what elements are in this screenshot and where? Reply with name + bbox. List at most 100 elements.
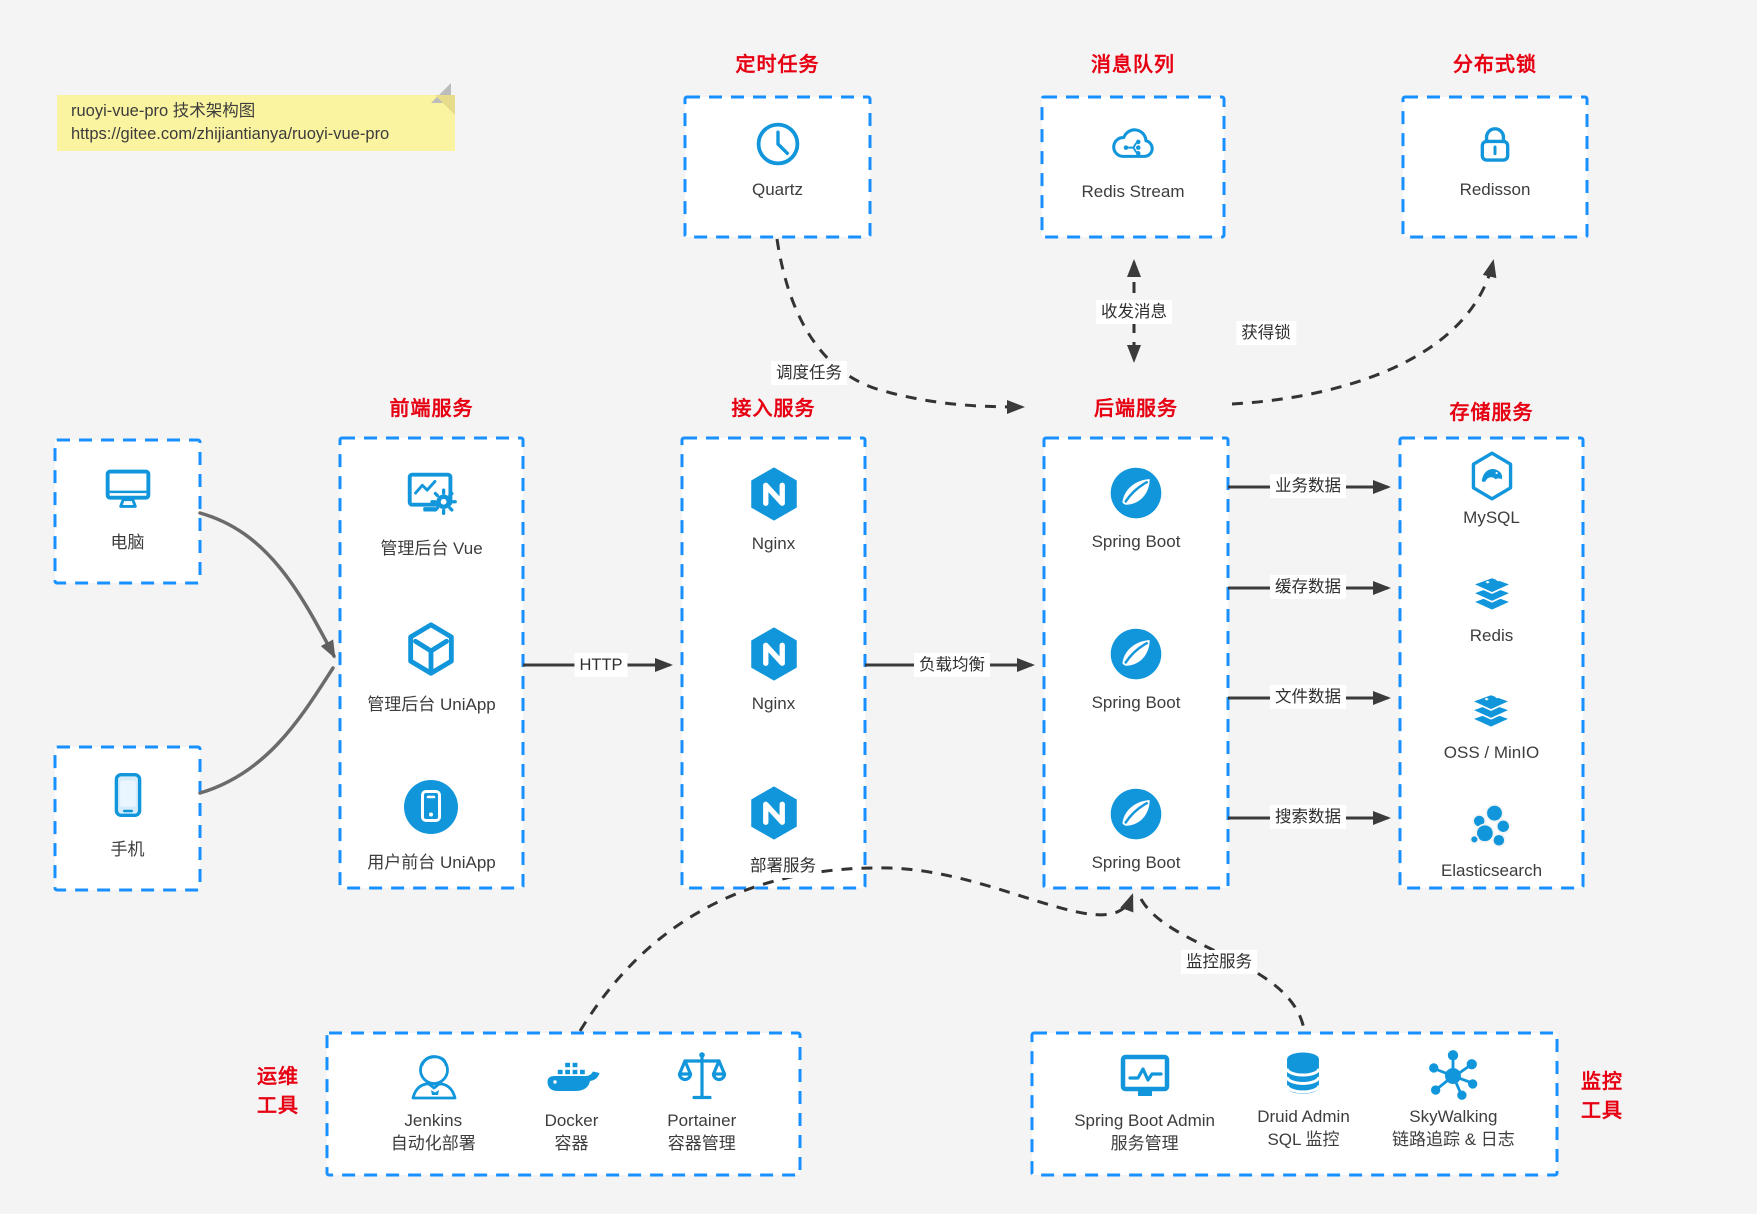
section-title-message-queue: 消息队列	[1091, 54, 1175, 76]
edge-label-message: 收发消息	[1096, 300, 1172, 324]
mysql-icon	[1465, 449, 1519, 503]
docker-icon	[540, 1045, 604, 1109]
node-label: 管理后台 UniApp	[367, 695, 496, 714]
object-storage-icon	[1463, 682, 1519, 738]
docker-node: Docker 容器	[540, 1045, 604, 1155]
edge-label-schedule: 调度任务	[771, 361, 847, 385]
tool-name: Spring Boot Admin	[1074, 1111, 1215, 1130]
node-label: OSS / MinIO	[1443, 743, 1540, 763]
tool-desc: 链路追踪 & 日志	[1391, 1130, 1515, 1149]
node-label: Spring Boot	[1091, 692, 1181, 712]
node-label: Quartz	[751, 180, 804, 199]
quartz-node: Quartz	[685, 97, 870, 237]
phone-box-border	[53, 745, 202, 892]
redis-stack-icon	[1464, 565, 1520, 621]
monitoring-toolbox: Spring Boot Admin 服务管理 Druid Admin SQL 监…	[1032, 1033, 1557, 1175]
spring-icon	[1106, 784, 1166, 844]
phone-client-node: 手机	[55, 747, 200, 890]
node-label: Nginx	[751, 534, 796, 553]
redis-stream-node: Redis Stream	[1042, 97, 1224, 237]
spring-boot-node: Spring Boot	[1091, 784, 1181, 873]
edge-label-load-balance: 负载均衡	[914, 653, 990, 677]
note-url: https://gitee.com/zhijiantianya/ruoyi-vu…	[71, 125, 390, 143]
quartz-box-border	[683, 95, 872, 239]
node-label: 手机	[110, 840, 145, 859]
node-label: Spring Boot	[1091, 853, 1181, 872]
skywalking-node: SkyWalking 链路追踪 & 日志	[1392, 1045, 1515, 1151]
frontend-column: 管理后台 Vue 管理后台 UniApp 用户前台 UniApp	[340, 438, 523, 888]
deploy-service-arrow	[578, 866, 1134, 1032]
node-label: Spring Boot	[1091, 532, 1181, 551]
jenkins-icon	[401, 1045, 465, 1109]
ops-tools-label: 运维 工具	[257, 1066, 299, 1117]
user-app-icon	[399, 775, 463, 839]
gateway-column: Nginx Nginx Nginx	[682, 438, 865, 888]
desktop-icon	[97, 457, 159, 519]
tool-name: Docker	[544, 1111, 599, 1130]
admin-vue-icon	[401, 463, 463, 525]
user-uniapp-node: 用户前台 UniApp	[367, 775, 496, 873]
admin-vue-node: 管理后台 Vue	[380, 463, 483, 559]
tool-desc: 容器管理	[667, 1134, 736, 1153]
section-title-gateway: 接入服务	[731, 398, 816, 420]
tool-desc: 容器	[554, 1134, 589, 1153]
tool-name: Druid Admin	[1257, 1107, 1350, 1126]
tool-name: SkyWalking	[1409, 1107, 1498, 1126]
edge-label-file-data: 文件数据	[1270, 685, 1346, 709]
spring-boot-node: Spring Boot	[1091, 624, 1181, 713]
spring-icon	[1106, 624, 1166, 684]
node-label: Redis Stream	[1081, 182, 1185, 201]
section-title-frontend: 前端服务	[389, 398, 474, 420]
druid-database-icon	[1273, 1045, 1333, 1105]
mysql-node: MySQL	[1463, 449, 1520, 528]
nginx-node: Nginx	[743, 463, 805, 554]
spring-boot-node: Spring Boot	[1091, 463, 1181, 552]
tool-name: Portainer	[667, 1111, 737, 1130]
pc-to-frontend-arrow	[198, 511, 336, 659]
nginx-icon	[743, 623, 805, 685]
jenkins-node: Jenkins 自动化部署	[391, 1045, 476, 1155]
node-label: Redisson	[1459, 180, 1531, 199]
section-title-scheduled-jobs: 定时任务	[735, 54, 820, 76]
portainer-icon	[670, 1045, 734, 1109]
edge-label-cache-data: 缓存数据	[1270, 575, 1346, 599]
cloud-stream-icon	[1105, 117, 1161, 173]
lock-icon	[1468, 117, 1522, 171]
tool-desc: 服务管理	[1110, 1134, 1179, 1153]
monitoring-box-border	[1030, 1031, 1559, 1177]
acquire-lock-arrow	[1231, 259, 1497, 406]
storage-box-border	[1398, 436, 1585, 890]
nginx-node: Nginx	[743, 623, 805, 714]
admin-uniapp-node: 管理后台 UniApp	[367, 619, 496, 715]
schedule-task-arrow	[775, 238, 1025, 414]
storage-column: MySQL Redis OSS / MinIO Elasticsearch	[1400, 438, 1583, 888]
clock-icon	[751, 117, 805, 171]
edge-label-http: HTTP	[574, 653, 628, 677]
druid-admin-node: Druid Admin SQL 监控	[1257, 1045, 1350, 1151]
note-title: ruoyi-vue-pro 技术架构图	[71, 102, 256, 120]
mq-box-border	[1040, 95, 1226, 239]
edge-label-lock: 获得锁	[1236, 321, 1296, 345]
portainer-node: Portainer 容器管理	[667, 1045, 736, 1155]
spring-boot-admin-icon	[1113, 1045, 1177, 1109]
phone-to-frontend-arrow	[198, 666, 335, 795]
skywalking-icon	[1423, 1045, 1483, 1105]
elasticsearch-icon	[1463, 800, 1519, 856]
tool-name: Jenkins	[404, 1111, 463, 1130]
tool-desc: SQL 监控	[1267, 1130, 1340, 1149]
node-label: 管理后台 Vue	[380, 539, 483, 558]
oss-minio-node: OSS / MinIO	[1444, 682, 1539, 763]
tool-desc: 自动化部署	[390, 1134, 476, 1153]
nginx-icon	[743, 463, 805, 525]
node-label: Nginx	[751, 693, 796, 713]
pc-box-border	[53, 438, 202, 585]
nginx-icon	[743, 782, 805, 844]
backend-column: Spring Boot Spring Boot Spring Boot	[1044, 438, 1228, 888]
node-label: 用户前台 UniApp	[367, 853, 496, 872]
smartphone-icon	[97, 764, 159, 826]
ops-toolbox: Jenkins 自动化部署 Docker 容器 Portainer 容器管理	[327, 1033, 800, 1175]
lock-box-border	[1401, 95, 1589, 239]
edge-label-monitor: 监控服务	[1181, 950, 1257, 974]
spring-icon	[1106, 463, 1166, 523]
